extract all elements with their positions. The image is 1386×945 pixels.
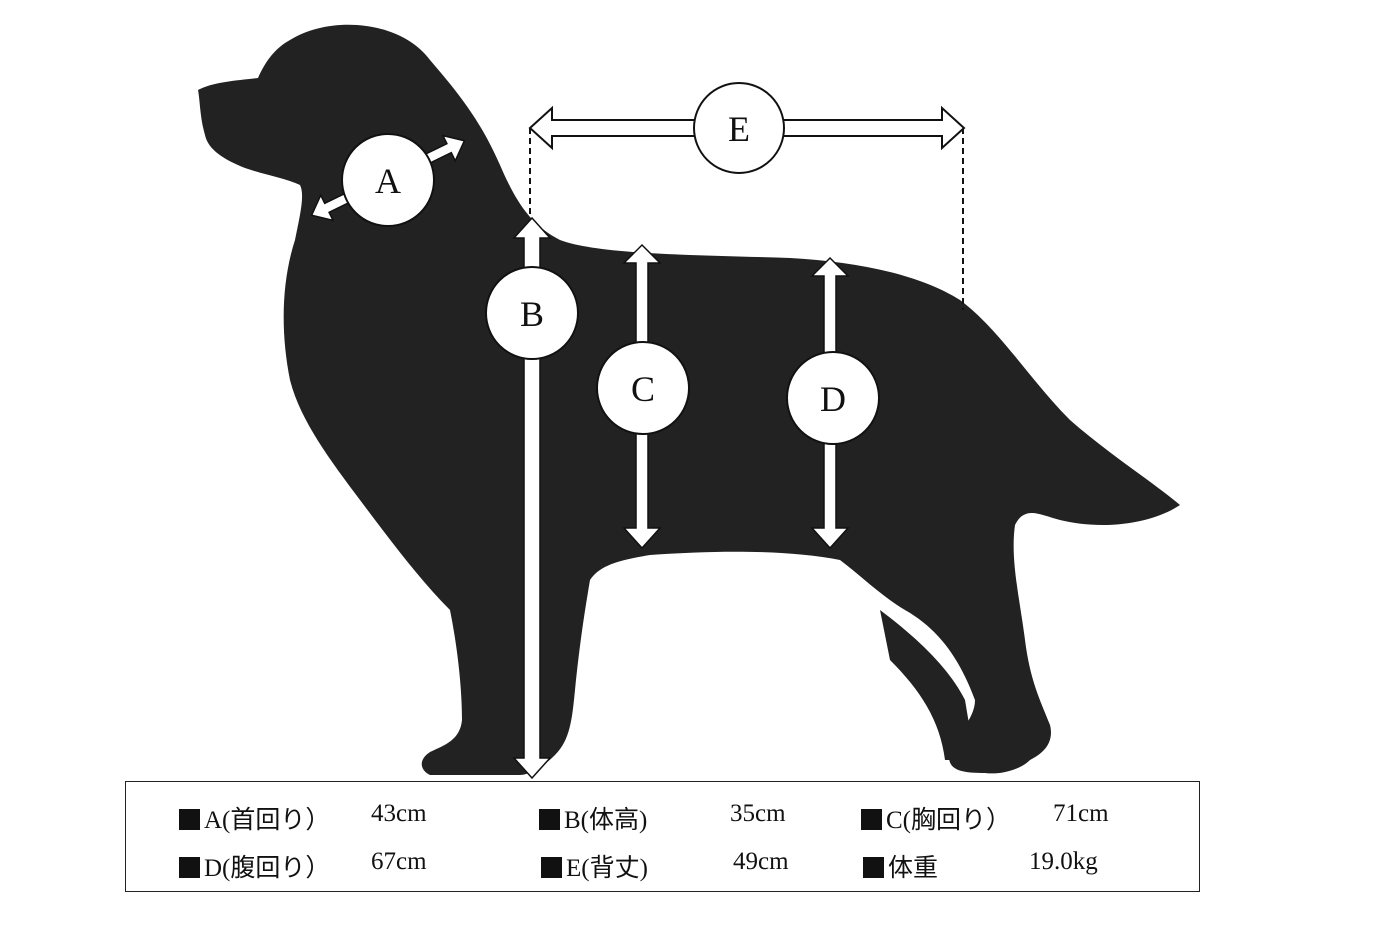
legend-label-d: D(腹回り） — [204, 855, 331, 882]
bullet-square-icon — [179, 809, 200, 830]
bullet-square-icon — [863, 857, 884, 878]
marker-a-label: A — [375, 161, 401, 201]
legend-item-b: B(体高) — [539, 800, 647, 836]
bullet-square-icon — [541, 857, 562, 878]
marker-e: E — [693, 82, 785, 174]
marker-d-label: D — [820, 379, 846, 419]
marker-c: C — [596, 341, 690, 435]
legend-item-d: D(腹回り） — [179, 848, 330, 884]
marker-d: D — [786, 351, 880, 445]
marker-c-label: C — [631, 369, 655, 409]
legend-value-d: 67cm — [371, 848, 427, 875]
legend-label-b: B(体高) — [564, 807, 648, 834]
legend-label-c: C(胸回り） — [886, 807, 1012, 834]
legend-label-weight: 体重 — [888, 855, 939, 882]
measurement-legend: A(首回り） 43cm B(体高) 35cm C(胸回り） 71cm D(腹回り… — [125, 781, 1200, 892]
legend-value-b: 35cm — [730, 800, 786, 827]
bullet-square-icon — [861, 809, 882, 830]
legend-label-a: A(首回り） — [204, 807, 331, 834]
legend-value-weight: 19.0kg — [1029, 848, 1098, 875]
legend-item-weight: 体重 — [863, 848, 938, 884]
measure-b-arrow — [512, 216, 552, 780]
bullet-square-icon — [179, 857, 200, 878]
legend-item-c: C(胸回り） — [861, 800, 1011, 836]
legend-value-e: 49cm — [733, 848, 789, 875]
marker-e-label: E — [728, 109, 750, 149]
legend-label-e: E(背丈) — [566, 855, 648, 882]
marker-a: A — [341, 133, 435, 227]
bullet-square-icon — [539, 809, 560, 830]
dog-silhouette — [198, 24, 1180, 776]
marker-b-label: B — [520, 294, 544, 334]
legend-value-a: 43cm — [371, 800, 427, 827]
legend-value-c: 71cm — [1053, 800, 1109, 827]
legend-item-e: E(背丈) — [541, 848, 648, 884]
marker-b: B — [485, 266, 579, 360]
legend-item-a: A(首回り） — [179, 800, 330, 836]
